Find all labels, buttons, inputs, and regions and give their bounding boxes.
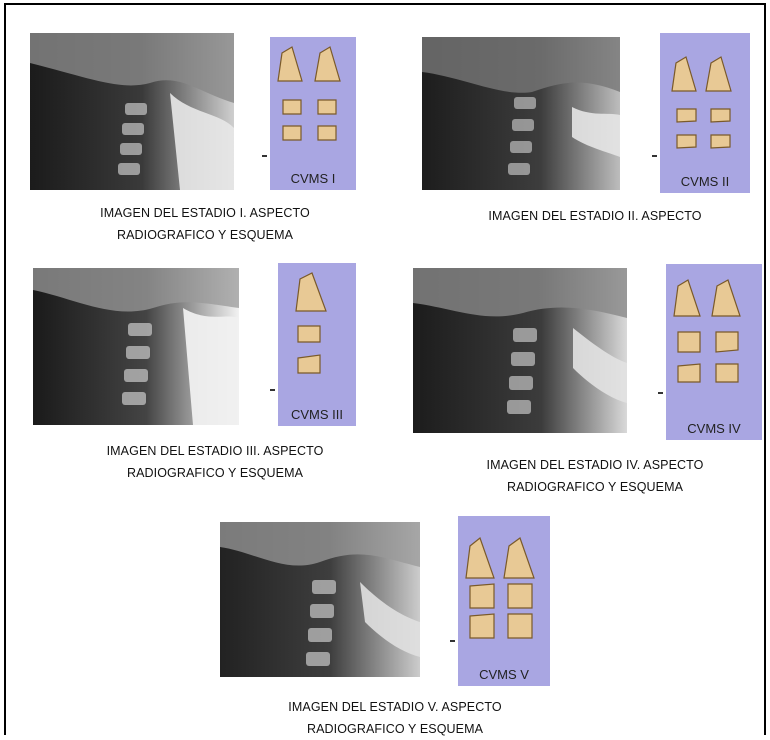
caption-stage-2: IMAGEN DEL ESTADIO II. ASPECTO [445, 205, 745, 227]
xray-image-stage-3 [33, 268, 239, 425]
cvms-schema-stage-4: CVMS IV [666, 264, 762, 440]
cvms-schema-stage-2: CVMS II [660, 33, 750, 193]
xray-image-stage-5 [220, 522, 420, 677]
caption-line: RADIOGRAFICO Y ESQUEMA [60, 224, 350, 246]
cvms-schema-stage-1: CVMS I [270, 37, 356, 190]
vertebrae-diagram [458, 516, 550, 686]
caption-stage-5: IMAGEN DEL ESTADIO V. ASPECTO RADIOGRAFI… [245, 696, 545, 740]
caption-stage-1: IMAGEN DEL ESTADIO I. ASPECTO RADIOGRAFI… [60, 202, 350, 246]
caption-line: IMAGEN DEL ESTADIO I. ASPECTO [60, 202, 350, 224]
schema-label: CVMS IV [666, 421, 762, 436]
xray-image-stage-2 [422, 37, 620, 190]
schema-label: CVMS II [660, 174, 750, 189]
caption-line: RADIOGRAFICO Y ESQUEMA [245, 718, 545, 740]
vertebrae-diagram [270, 37, 356, 190]
caption-line: IMAGEN DEL ESTADIO III. ASPECTO [65, 440, 365, 462]
cvms-schema-stage-5: CVMS V [458, 516, 550, 686]
caption-stage-4: IMAGEN DEL ESTADIO IV. ASPECTO RADIOGRAF… [440, 454, 750, 498]
xray-image-stage-4 [413, 268, 627, 433]
caption-line: RADIOGRAFICO Y ESQUEMA [440, 476, 750, 498]
schema-label: CVMS V [458, 667, 550, 682]
caption-line: IMAGEN DEL ESTADIO IV. ASPECTO [440, 454, 750, 476]
vertebrae-diagram [278, 263, 356, 426]
schema-label: CVMS III [278, 407, 356, 422]
schema-label: CVMS I [270, 171, 356, 186]
caption-line: RADIOGRAFICO Y ESQUEMA [65, 462, 365, 484]
vertebrae-diagram [660, 33, 750, 193]
caption-line: IMAGEN DEL ESTADIO V. ASPECTO [245, 696, 545, 718]
xray-image-stage-1 [30, 33, 234, 190]
caption-line: IMAGEN DEL ESTADIO II. ASPECTO [445, 205, 745, 227]
vertebrae-diagram [666, 264, 762, 440]
cvms-schema-stage-3: CVMS III [278, 263, 356, 426]
caption-stage-3: IMAGEN DEL ESTADIO III. ASPECTO RADIOGRA… [65, 440, 365, 484]
